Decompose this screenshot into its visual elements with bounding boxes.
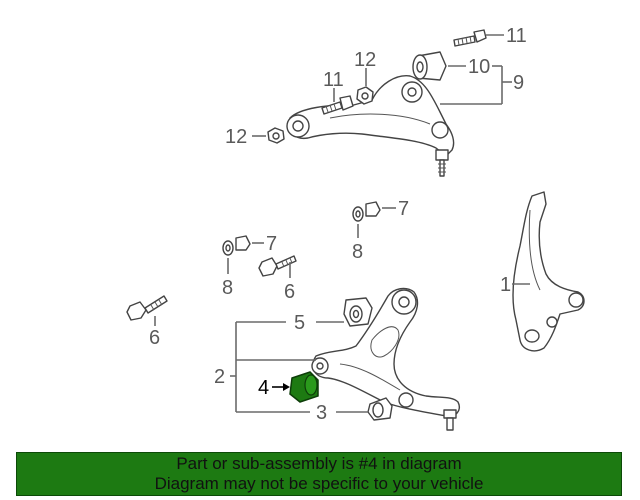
- upper-control-arm[interactable]: [286, 75, 455, 177]
- washer-8-upper[interactable]: [352, 206, 364, 222]
- info-banner: Part or sub-assembly is #4 in diagram Di…: [16, 452, 622, 496]
- callout-7-lower: 7: [266, 233, 277, 255]
- callout-labels: 11 10 9 11 12 12 7 8 7 8 6 6 1 5 2 4 3: [149, 25, 527, 424]
- callout-11-middle: 11: [323, 69, 344, 91]
- banner-line-2: Diagram may not be specific to your vehi…: [154, 474, 484, 493]
- callout-12-middle: 12: [354, 49, 376, 71]
- bushing-3[interactable]: [367, 397, 393, 421]
- leader-lines: [154, 34, 530, 413]
- nut-7-lower[interactable]: [235, 235, 251, 251]
- lower-control-arm[interactable]: [311, 287, 460, 431]
- callout-3: 3: [316, 402, 327, 424]
- washer-8-lower[interactable]: [222, 240, 234, 256]
- bushing-4-highlighted[interactable]: [289, 371, 319, 403]
- callout-8-lower: 8: [222, 277, 233, 299]
- callout-2: 2: [214, 366, 225, 388]
- callout-12-left: 12: [225, 126, 247, 148]
- nut-upper[interactable]: [356, 86, 374, 105]
- banner-line-1: Part or sub-assembly is #4 in diagram: [176, 454, 462, 473]
- callout-1: 1: [500, 274, 511, 296]
- callout-6-right: 6: [284, 281, 295, 303]
- callout-7-upper: 7: [398, 198, 409, 220]
- bushing-5[interactable]: [343, 297, 373, 327]
- callout-6-left: 6: [149, 327, 160, 349]
- callout-9: 9: [513, 72, 524, 94]
- nut-7-upper[interactable]: [365, 201, 381, 217]
- callout-4: 4: [258, 377, 269, 399]
- bolt-upper[interactable]: [453, 29, 487, 47]
- nut-lower-left[interactable]: [267, 127, 285, 144]
- steering-knuckle[interactable]: [512, 191, 585, 352]
- bushing-4-face: [304, 374, 318, 396]
- bolt-middle[interactable]: [321, 95, 354, 115]
- callout-5: 5: [294, 312, 305, 334]
- upper-arm-bushing[interactable]: [412, 51, 447, 81]
- bolt-6-right[interactable]: [258, 255, 297, 277]
- callout-8-upper: 8: [352, 241, 363, 263]
- bolt-6-left[interactable]: [126, 295, 168, 321]
- callout-10: 10: [468, 56, 490, 78]
- callout-11-top: 11: [506, 25, 527, 47]
